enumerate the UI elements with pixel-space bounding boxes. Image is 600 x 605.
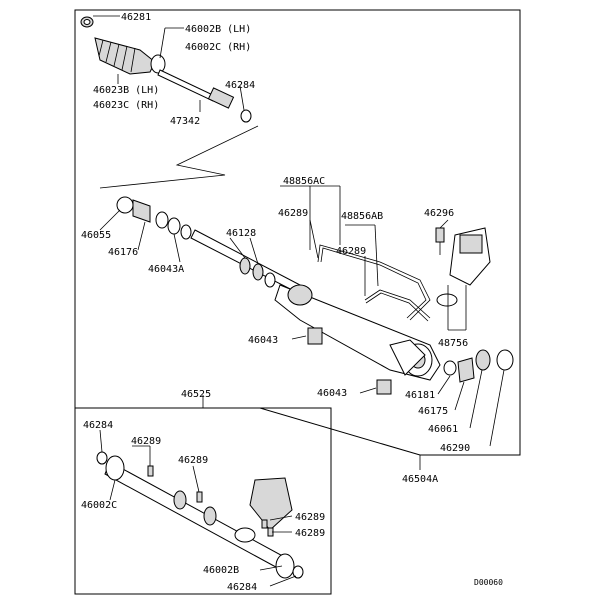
- label-46284-l2: 46284: [227, 582, 257, 593]
- label-46176: 46176: [108, 247, 138, 258]
- sub-fittings-46289: [147, 465, 274, 537]
- label-46284-top: 46284: [225, 80, 255, 91]
- mount-46043-a: [307, 327, 323, 345]
- bolt-46296: [435, 227, 445, 255]
- label-46002c-lower: 46002C: [81, 500, 117, 511]
- label-46061: 46061: [428, 424, 458, 435]
- label-46525: 46525: [181, 389, 211, 400]
- label-46043-b: 46043: [317, 388, 347, 399]
- pipe-48856ac: [317, 244, 431, 321]
- label-46002c-rh: 46002C (RH): [185, 42, 251, 53]
- cap-46181: [443, 360, 457, 376]
- label-48756: 48756: [438, 338, 468, 349]
- label-46043-a: 46043: [248, 335, 278, 346]
- rack-46128: [190, 229, 301, 293]
- clip-46281: [80, 16, 94, 28]
- nut-46284-top: [240, 109, 252, 123]
- label-46043a: 46043A: [148, 264, 184, 275]
- separator-line: [99, 125, 259, 189]
- pipe-48856ab: [364, 289, 431, 322]
- label-46289-a: 46289: [278, 208, 308, 219]
- label-46023c-rh: 46023C (RH): [93, 100, 159, 111]
- label-46290: 46290: [440, 443, 470, 454]
- tie-rod-47342: [157, 69, 235, 109]
- label-46175: 46175: [418, 406, 448, 417]
- label-46023b-lh: 46023B (LH): [93, 85, 159, 96]
- label-48856ab: 48856AB: [341, 211, 383, 222]
- label-46128: 46128: [226, 228, 256, 239]
- sub-nut-46284-b: [292, 565, 304, 579]
- main-frame: [74, 9, 521, 456]
- sub-nut-46284-a: [96, 451, 108, 465]
- bellows-boot: [94, 37, 156, 75]
- label-46284-l1: 46284: [83, 420, 113, 431]
- label-46289-e: 46289: [295, 512, 325, 523]
- label-46504a: 46504A: [402, 474, 438, 485]
- sub-rack-housing: [104, 455, 295, 579]
- label-47342: 47342: [170, 116, 200, 127]
- label-46289-d: 46289: [178, 455, 208, 466]
- label-48856ac: 48856AC: [283, 176, 325, 187]
- label-46289-b: 46289: [336, 246, 366, 257]
- seal-46043a: [155, 211, 192, 240]
- adjuster-46061: [475, 349, 491, 371]
- clamp-46002: [150, 54, 166, 74]
- lock-nut-46290: [496, 349, 514, 371]
- gear-housing-46504a: [274, 284, 441, 381]
- label-46296: 46296: [424, 208, 454, 219]
- bush-46176: [132, 199, 151, 223]
- diagram-code: D00060: [474, 578, 503, 587]
- label-46289-f: 46289: [295, 528, 325, 539]
- mount-46043-b: [376, 379, 392, 395]
- label-46281: 46281: [121, 12, 151, 23]
- label-46055: 46055: [81, 230, 111, 241]
- label-46289-c: 46289: [131, 436, 161, 447]
- valve-body-48756: [436, 227, 491, 307]
- label-46002b-lower: 46002B: [203, 565, 239, 576]
- label-46181: 46181: [405, 390, 435, 401]
- label-46002b-lh: 46002B (LH): [185, 24, 251, 35]
- spring-46175: [457, 357, 475, 383]
